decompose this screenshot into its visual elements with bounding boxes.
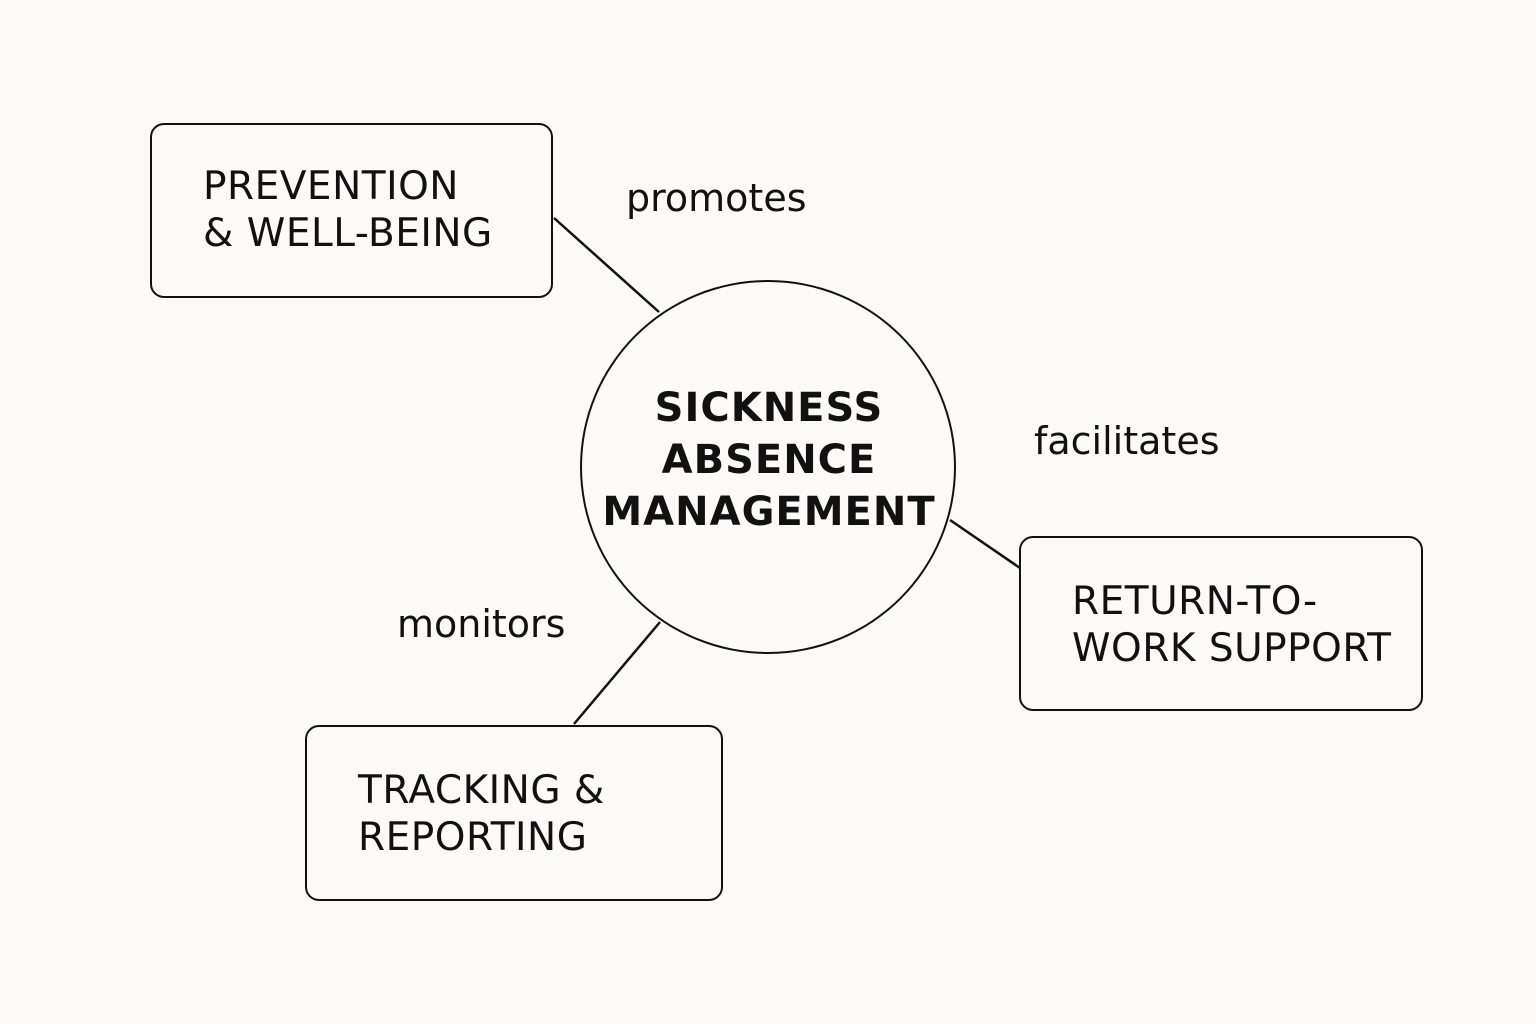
center-node-line-2: ABSENCE	[661, 437, 877, 483]
node-prevention-line-2: & WELL-BEING	[203, 211, 493, 256]
node-return-to-work-line-2: WORK SUPPORT	[1072, 626, 1392, 671]
node-prevention-line-1: PREVENTION	[203, 164, 459, 209]
edge-label-monitors: monitors	[397, 602, 566, 646]
center-node-line-3: MANAGEMENT	[602, 489, 936, 535]
edge-label-promotes: promotes	[626, 176, 807, 220]
connector-promotes	[553, 217, 660, 313]
node-tracking-box	[305, 725, 723, 901]
node-return-to-work-box	[1019, 536, 1423, 711]
node-prevention-label: PREVENTION & WELL-BEING	[203, 163, 493, 257]
node-tracking-label: TRACKING & REPORTING	[358, 767, 605, 861]
node-prevention-box	[150, 123, 553, 298]
connector-monitors	[573, 621, 661, 725]
node-tracking-line-2: REPORTING	[358, 815, 588, 860]
center-node-circle	[580, 280, 956, 654]
node-tracking-line-1: TRACKING &	[358, 768, 605, 813]
node-return-to-work-label: RETURN-TO- WORK SUPPORT	[1072, 578, 1391, 672]
node-return-to-work-line-1: RETURN-TO-	[1072, 579, 1318, 624]
center-node-line-1: SICKNESS	[654, 385, 884, 431]
center-node-label: SICKNESS ABSENCE MANAGEMENT	[580, 382, 958, 538]
connector-facilitates	[949, 518, 1021, 570]
edge-label-facilitates: facilitates	[1034, 419, 1220, 463]
